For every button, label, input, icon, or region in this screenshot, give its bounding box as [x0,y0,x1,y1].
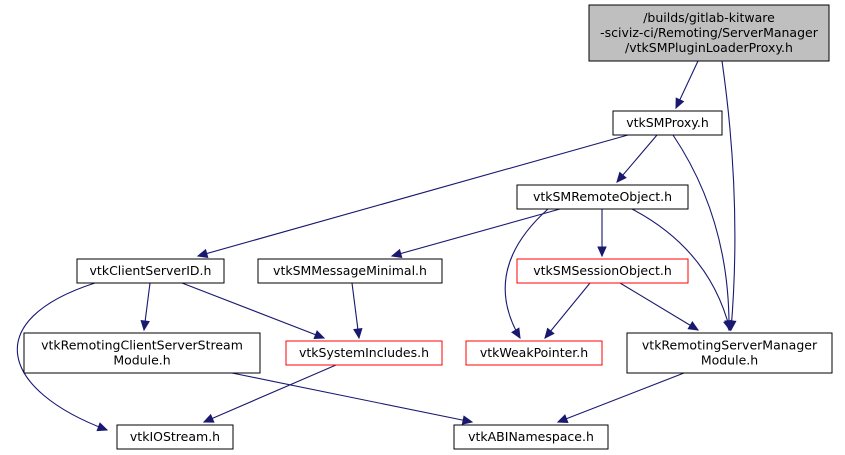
edge-arrowhead [556,414,569,424]
node-label: vtkSMSessionObject.h [533,263,672,278]
node-label: Module.h [113,353,170,368]
node-label: /builds/gitlab-kitware [643,10,775,25]
node-box[interactable] [626,332,833,374]
edge-arrowhead [96,422,109,432]
edge-arrowhead [313,330,326,340]
node-label: vtkRemotingServerManager [642,338,818,353]
edge-remoteobject-to-weakpointer [504,208,549,340]
edge-sessionobject-to-rsmm [619,282,700,331]
node-box[interactable] [257,258,443,284]
edge-line [544,282,591,339]
edge-root-to-rsmm [721,60,737,332]
edge-rcssm-to-abinamespace [231,372,474,425]
node-box[interactable] [465,340,603,366]
node-box[interactable] [116,424,234,450]
node-iostream[interactable]: vtkIOStream.h [116,424,234,450]
edge-line [16,282,108,431]
node-box[interactable] [23,332,261,374]
edge-line [721,60,736,331]
edge-line [672,134,730,331]
node-label: -sciviz-ci/Remoting/ServerManager [600,25,819,40]
edge-messageminimal-to-systemincludes [351,282,363,340]
node-label: vtkIOStream.h [130,429,220,444]
edge-line [619,282,699,331]
node-remoteobject[interactable]: vtkSMRemoteObject.h [516,184,689,210]
edge-arrowhead [390,248,403,259]
node-box[interactable] [453,424,609,450]
node-label: vtkSystemIncludes.h [299,345,429,360]
node-box[interactable] [285,340,443,366]
edge-line [504,208,549,339]
edge-clientserverid-to-iostream [16,282,109,432]
nodes-layer: /builds/gitlab-kitware-sciviz-ci/Remotin… [23,4,833,450]
edge-smproxy-to-clientserverid [196,134,629,259]
edge-arrowhead [675,97,685,110]
edge-arrowhead [687,321,700,331]
edge-line [557,372,685,423]
node-box[interactable] [588,4,830,62]
edge-remoteobject-to-rsmm [631,208,733,332]
node-box[interactable] [612,110,723,136]
edge-arrowhead [196,248,209,259]
node-box[interactable] [516,184,689,210]
node-label: vtkRemotingClientServerStream [41,338,243,353]
edge-arrowhead [511,327,521,340]
edge-arrowhead [353,327,363,340]
edge-arrowhead [616,171,627,183]
edge-systemincludes-to-iostream [202,364,337,423]
node-systemincludes[interactable]: vtkSystemIncludes.h [285,340,443,366]
node-root[interactable]: /builds/gitlab-kitware-sciviz-ci/Remotin… [588,4,830,62]
edge-remoteobject-to-sessionobject [597,209,607,258]
edge-line [181,282,325,339]
edge-clientserverid-to-systemincludes [181,282,326,340]
node-abinamespace[interactable]: vtkABINamespace.h [453,424,609,450]
node-weakpointer[interactable]: vtkWeakPointer.h [465,340,603,366]
edge-line [631,208,731,331]
node-sessionobject[interactable]: vtkSMSessionObject.h [516,258,689,284]
edge-arrowhead [723,319,733,332]
node-label: Module.h [701,353,758,368]
edge-line [391,208,561,257]
edge-arrowhead [202,413,215,423]
edge-line [197,134,629,257]
node-box[interactable] [516,258,689,284]
edge-rsmm-to-abinamespace [556,372,685,424]
edge-smproxy-to-remoteobject [616,134,658,183]
edge-arrowhead [544,327,555,339]
node-label: vtkClientServerID.h [90,263,212,278]
node-label: /vtkSMPluginLoaderProxy.h [625,40,793,55]
node-label: vtkABINamespace.h [468,429,594,444]
edge-arrowhead [461,415,474,425]
node-label: vtkSMRemoteObject.h [533,189,672,204]
node-label: vtkSMMessageMinimal.h [273,263,427,278]
edge-sessionobject-to-weakpointer [544,282,591,339]
edge-arrowhead [140,319,150,332]
edge-line [231,372,473,423]
node-label: vtkWeakPointer.h [480,345,588,360]
edge-clientserverid-to-rcssm [140,282,151,332]
node-smproxy[interactable]: vtkSMProxy.h [612,110,723,136]
edge-arrowhead [597,246,607,258]
edge-line [203,364,337,423]
node-box[interactable] [76,258,225,284]
node-label: vtkSMProxy.h [626,115,709,130]
edge-smproxy-to-rsmm [672,134,734,332]
node-messageminimal[interactable]: vtkSMMessageMinimal.h [257,258,443,284]
edges-layer [16,60,737,432]
node-clientserverid[interactable]: vtkClientServerID.h [76,258,225,284]
edge-remoteobject-to-messageminimal [390,208,561,259]
edge-line [616,134,658,183]
edge-root-to-smproxy [675,60,699,110]
